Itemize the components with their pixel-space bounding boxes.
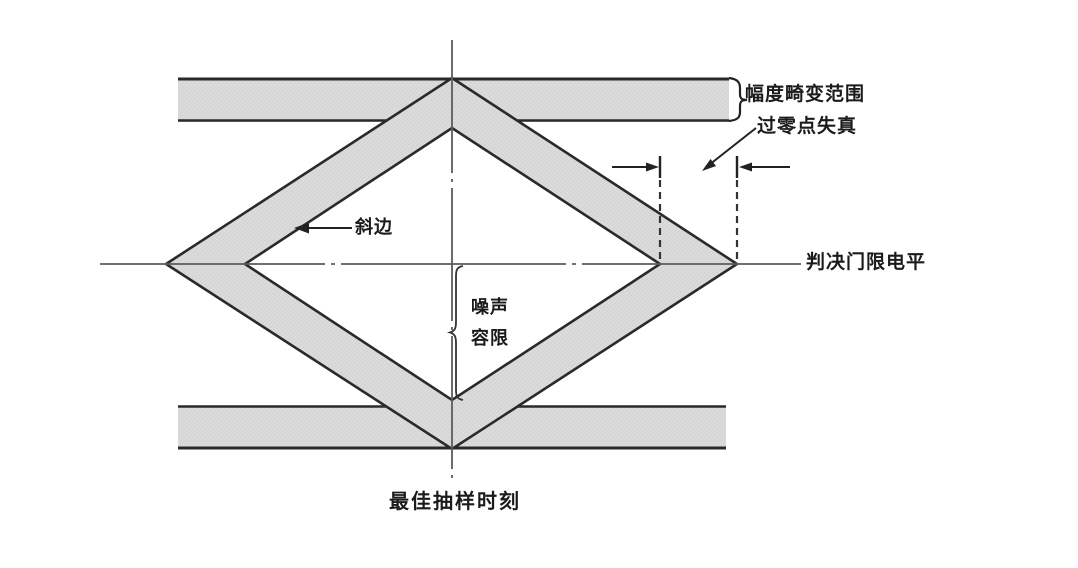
dimension-arrow-right xyxy=(739,162,790,172)
zero-crossing-dimension xyxy=(612,127,790,263)
noise-margin-label-line2: 容限 xyxy=(471,328,509,348)
decision-threshold-level-label: 判决门限电平 xyxy=(806,252,927,273)
zero-crossing-leader-arrow xyxy=(702,127,757,171)
amplitude-distortion-range-label: 幅度畸变范围 xyxy=(745,84,866,105)
noise-margin-label: 噪声 容限 xyxy=(471,292,509,354)
slant-edge-leader-arrow xyxy=(294,222,352,234)
noise-margin-brace xyxy=(446,265,464,401)
slant-edge-label: 斜边 xyxy=(355,217,393,237)
dimension-arrow-left xyxy=(612,162,659,172)
optimal-sampling-time-label: 最佳抽样时刻 xyxy=(389,491,521,513)
noise-margin-label-line1: 噪声 xyxy=(471,297,509,317)
amplitude-range-brace xyxy=(728,76,748,123)
zero-crossing-distortion-label: 过零点失真 xyxy=(757,116,858,137)
